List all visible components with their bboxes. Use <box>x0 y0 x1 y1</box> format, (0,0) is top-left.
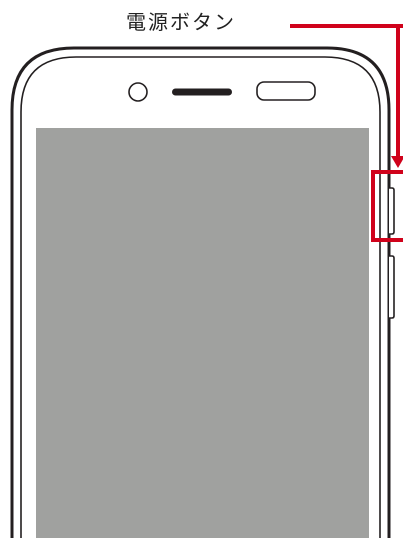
proximity-sensor <box>256 81 316 101</box>
callout-label: 電源ボタン <box>126 10 236 34</box>
power-button-highlight <box>371 170 403 242</box>
phone-screen <box>36 128 369 538</box>
volume-button <box>389 255 395 319</box>
earpiece-speaker <box>172 88 232 96</box>
phone-inner-bezel <box>20 56 381 538</box>
front-camera-icon <box>128 82 148 102</box>
callout-arrow-icon <box>391 156 403 168</box>
power-button <box>389 187 395 235</box>
